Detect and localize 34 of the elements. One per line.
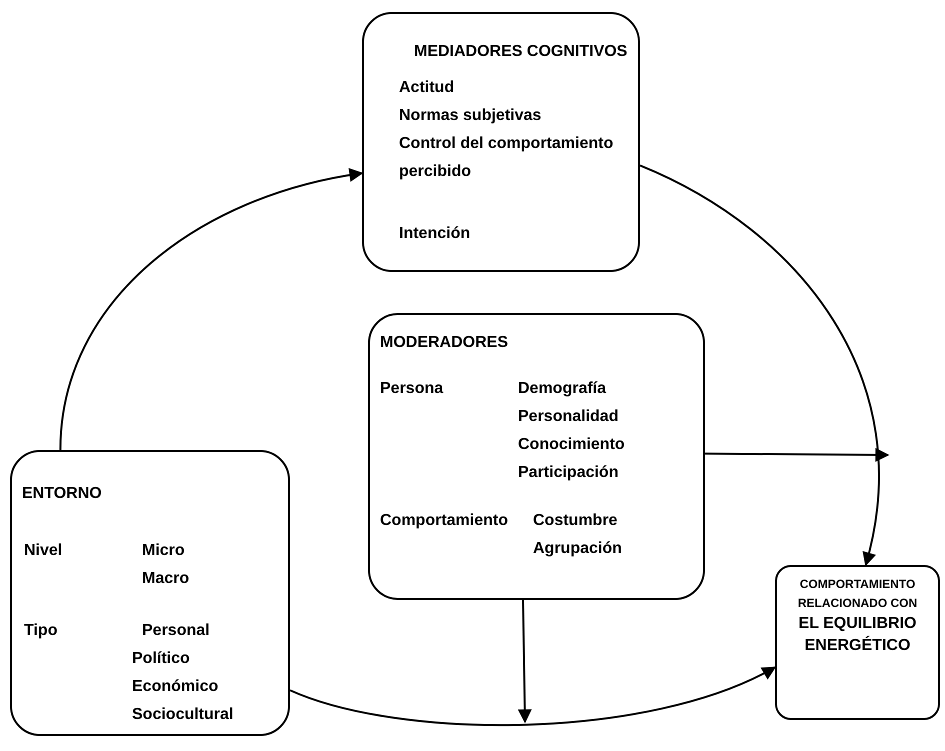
rounded-box xyxy=(10,450,290,736)
box-text: Sociocultural xyxy=(132,705,234,725)
box-text: Agrupación xyxy=(533,539,623,559)
rounded-box xyxy=(775,565,940,720)
box-text: Persona xyxy=(380,379,444,399)
box-text: Nivel xyxy=(24,541,64,561)
box-heading: MEDIADORES COGNITIVOS xyxy=(414,42,628,62)
rounded-box xyxy=(362,12,640,272)
arrow xyxy=(705,448,890,462)
box-text: Intención xyxy=(399,224,472,244)
box-text: Normas subjetivas xyxy=(399,106,542,126)
box-text: Demografía xyxy=(518,379,608,399)
box-text: Actitud xyxy=(399,78,456,98)
box-heading: ENTORNO xyxy=(22,484,103,504)
box-text: COMPORTAMIENTO RELACIONADO CON xyxy=(796,576,918,612)
box-text: EL EQUILIBRIO ENERGÉTICO xyxy=(798,614,918,656)
arrow xyxy=(518,600,532,724)
arrow xyxy=(59,168,364,450)
box-text: Económico xyxy=(132,677,220,697)
arrow xyxy=(290,666,776,726)
box-text: Costumbre xyxy=(533,511,618,531)
arrow xyxy=(640,164,880,566)
box-text: Personalidad xyxy=(518,407,620,427)
box-text: Personal xyxy=(142,621,211,641)
box-text: Macro xyxy=(142,569,190,589)
box-heading: MODERADORES xyxy=(380,333,510,353)
box-text: Micro xyxy=(142,541,186,561)
box-text: Conocimiento xyxy=(518,435,626,455)
box-text: Comportamiento xyxy=(380,511,509,531)
box-text: Control del comportamiento percibido xyxy=(399,134,614,182)
box-text: Tipo xyxy=(24,621,58,641)
rounded-box xyxy=(368,313,705,600)
box-text: Participación xyxy=(518,463,620,483)
box-text: Político xyxy=(132,649,191,669)
